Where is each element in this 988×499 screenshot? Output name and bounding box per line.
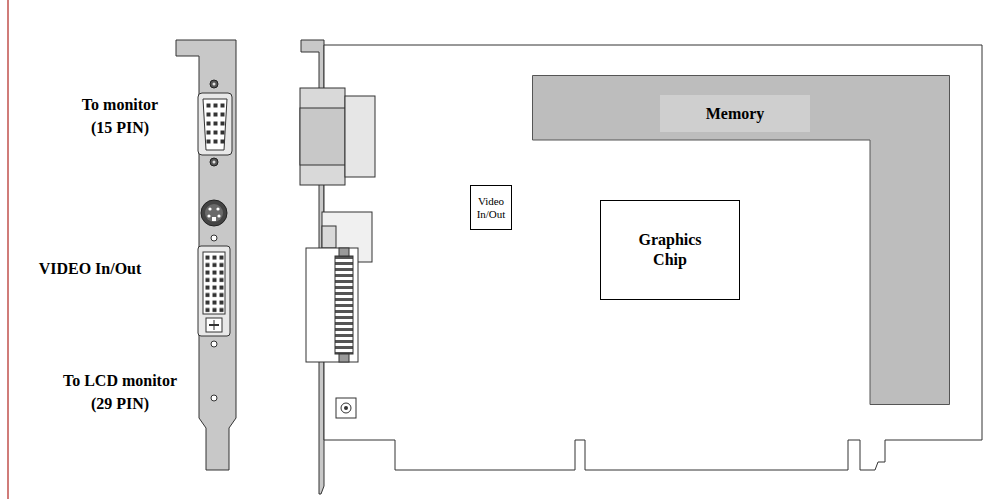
screw bbox=[210, 80, 218, 88]
node-label: Graphics Chip bbox=[630, 230, 710, 270]
svideo-pin bbox=[207, 214, 210, 217]
vga-shell bbox=[198, 93, 232, 155]
dvi-side-body bbox=[306, 248, 358, 362]
svideo-face bbox=[205, 204, 223, 222]
memory-block: Memory bbox=[532, 75, 950, 405]
vga-socket bbox=[203, 99, 227, 150]
node-title: Memory bbox=[660, 95, 810, 132]
memory-shape bbox=[533, 76, 950, 405]
dvi-side-tab bbox=[339, 248, 349, 256]
vga-side-shell bbox=[300, 108, 345, 165]
svideo-side-plug bbox=[322, 226, 336, 248]
screw-center bbox=[213, 161, 216, 164]
mount-hole-center bbox=[344, 406, 348, 410]
screw-center bbox=[213, 83, 216, 86]
video-io-chip: Video In/Out bbox=[470, 185, 512, 230]
vga-pins bbox=[205, 101, 226, 146]
dvi-side-tab bbox=[339, 354, 349, 362]
svideo-pin bbox=[216, 207, 219, 210]
dvi-socket bbox=[203, 252, 225, 314]
screw bbox=[211, 235, 217, 241]
port-label: VIDEO In/Out bbox=[30, 257, 150, 280]
dvi-blade bbox=[214, 320, 215, 330]
screw bbox=[211, 341, 217, 347]
dvi-pins bbox=[204, 254, 225, 314]
svideo-pin bbox=[208, 207, 211, 210]
mount-hole bbox=[341, 403, 351, 413]
screw bbox=[210, 158, 218, 166]
dvi-side-pins bbox=[335, 256, 353, 354]
mount-pad bbox=[336, 398, 356, 418]
margin-rule bbox=[7, 0, 9, 499]
bracket-front bbox=[176, 40, 236, 470]
svideo-pin bbox=[217, 214, 220, 217]
circuit-board bbox=[324, 45, 982, 470]
vga-side-body bbox=[300, 88, 345, 185]
port-label: To LCD monitor (29 PIN) bbox=[56, 369, 184, 415]
dvi-analog-socket bbox=[206, 318, 222, 332]
dvi-shell bbox=[198, 246, 230, 336]
svideo-key bbox=[212, 217, 216, 221]
svideo-socket bbox=[201, 200, 227, 226]
port-label: To monitor (15 PIN) bbox=[72, 93, 168, 139]
bracket-hole bbox=[211, 395, 217, 401]
node-label: Video In/Out bbox=[474, 195, 508, 220]
graphics-chip: Graphics Chip bbox=[600, 200, 740, 300]
vga-side-base bbox=[345, 96, 375, 177]
